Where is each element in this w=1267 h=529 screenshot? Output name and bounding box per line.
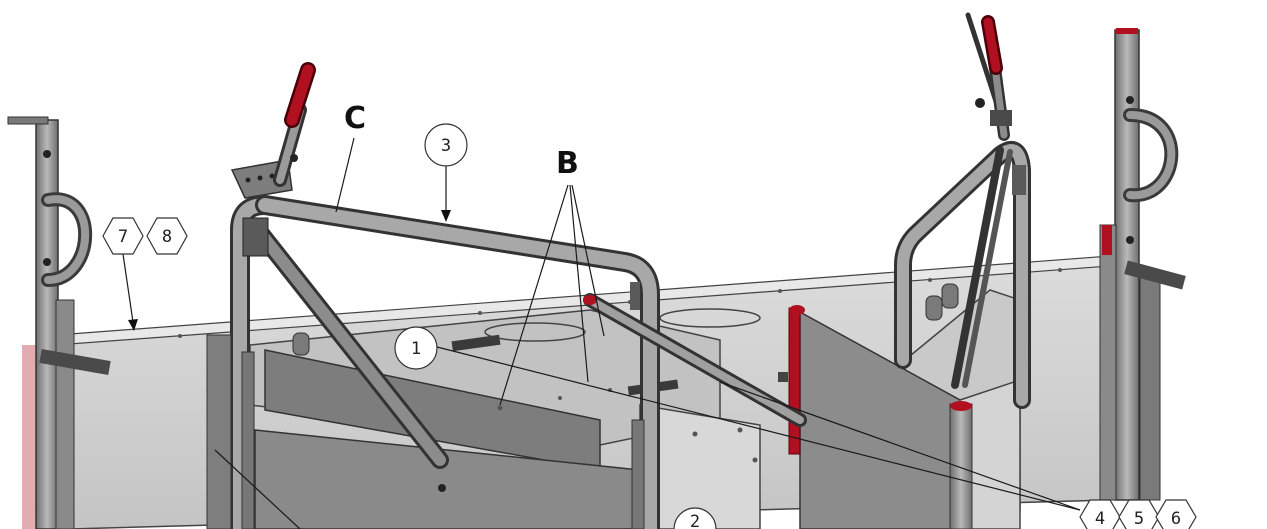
- callout-6-text: 6: [1171, 509, 1181, 529]
- center-diagonal-bar: [583, 293, 807, 427]
- right-pen: [778, 289, 1021, 529]
- callout-2-text: 2: [690, 512, 700, 529]
- center-box: [249, 283, 959, 529]
- callout-1-text: 1: [411, 339, 421, 359]
- callout-4-text: 4: [1095, 509, 1105, 529]
- callout-3: 3: [424, 123, 468, 167]
- callout-7: 7: [102, 217, 144, 255]
- left-post: [7, 116, 111, 529]
- callout-8: 8: [146, 217, 188, 255]
- callout-4: 4: [1079, 499, 1121, 529]
- callout-6: 6: [1155, 499, 1197, 529]
- letter-labels: C B: [344, 101, 579, 181]
- callout-3-text: 3: [441, 136, 451, 156]
- callout-2: 2: [673, 507, 717, 529]
- callout-7-text: 7: [118, 227, 128, 247]
- right-post: [1099, 28, 1186, 501]
- right-lever: [965, 12, 1012, 141]
- right-gate-frame: [894, 141, 1031, 409]
- callout-5: 5: [1118, 499, 1160, 529]
- label-b: B: [556, 146, 579, 181]
- leader-lines: [122, 137, 1081, 529]
- callout-1: 1: [394, 326, 438, 370]
- callout-8-text: 8: [162, 227, 172, 247]
- left-gate-frame: [206, 195, 660, 529]
- left-lever: [230, 62, 316, 199]
- label-c: C: [344, 101, 366, 136]
- callout-5-text: 5: [1134, 509, 1144, 529]
